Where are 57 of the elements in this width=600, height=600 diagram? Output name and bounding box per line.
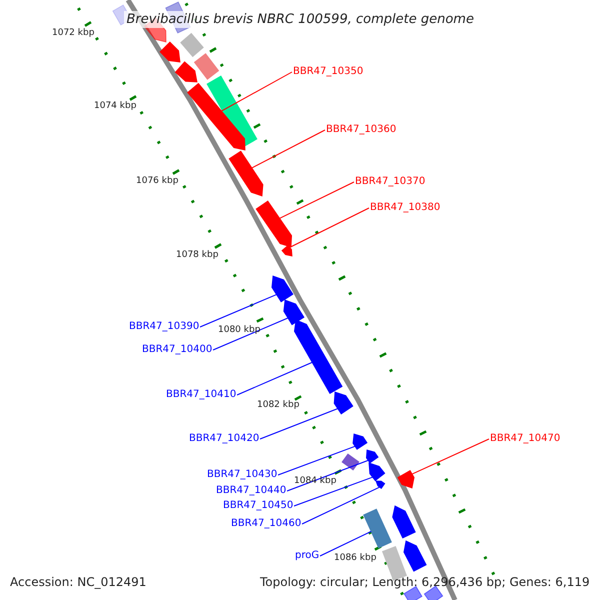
leader-line <box>294 476 374 506</box>
gene-label: BBR47_10470 <box>490 434 560 444</box>
gene-block <box>294 319 343 394</box>
gene-label: BBR47_10460 <box>231 519 302 529</box>
scale-label: 1078 kbp <box>176 250 218 260</box>
gene-label: BBR47_10450 <box>223 501 294 511</box>
info-text: Topology: circular; Length: 6,296,436 bp; Genes: 6,119 <box>260 576 590 588</box>
leader-line <box>412 438 490 475</box>
gene-label: BBR47_10440 <box>216 486 286 496</box>
gene-block <box>194 53 220 80</box>
scale-label: 1082 kbp <box>257 400 300 410</box>
gene-label: BBR47_10390 <box>129 322 200 332</box>
leader-line <box>279 182 354 219</box>
gene-block <box>392 505 416 539</box>
gene-label: BBR47_10400 <box>142 345 212 355</box>
gene-block <box>342 453 360 471</box>
gene-block <box>283 299 305 326</box>
scale-label: 1086 kbp <box>334 554 376 562</box>
leader-line <box>320 530 372 556</box>
gene-label: BBR47_10350 <box>293 67 364 77</box>
leader-line <box>286 460 369 492</box>
gene-block <box>334 391 354 414</box>
leader-line <box>220 72 292 112</box>
gene-block <box>180 32 204 58</box>
gene-block <box>271 275 294 302</box>
gene-block <box>174 61 198 82</box>
gene-label: BBR47_10420 <box>189 434 260 444</box>
gene-block <box>256 200 292 248</box>
gene-block <box>228 150 264 197</box>
gene-label: BBR47_10370 <box>355 177 426 187</box>
gene-block <box>366 449 379 464</box>
gene-block <box>160 42 180 62</box>
gene-block <box>397 470 415 489</box>
scale-label: 1074 kbp <box>94 102 136 110</box>
gene-label: proG <box>295 551 320 561</box>
leader-line <box>200 294 277 328</box>
leader-line <box>251 130 326 168</box>
gene-block <box>187 82 246 150</box>
scale-label: 1084 kbp <box>294 476 336 486</box>
leader-line <box>302 486 380 524</box>
gene-label: BBR47_10410 <box>166 390 236 400</box>
gene-label: BBR47_10430 <box>207 470 278 480</box>
leader-line <box>278 446 356 476</box>
gene-block <box>352 433 368 450</box>
leader-line <box>260 408 338 440</box>
gene-block <box>403 540 427 572</box>
gene-block <box>363 508 392 548</box>
scale-label: 1076 kbp <box>136 176 178 186</box>
scale-label: 1080 kbp <box>218 326 260 334</box>
leader-line <box>289 208 370 248</box>
leader-line <box>212 318 288 350</box>
gene-label: BBR47_10380 <box>370 203 440 213</box>
gene-label: BBR47_10360 <box>326 125 396 135</box>
info-text: Accession: NC_012491 <box>10 576 146 588</box>
leader-line <box>236 362 313 396</box>
gene-block <box>281 244 292 256</box>
scale-label: 1072 kbp <box>52 28 94 38</box>
